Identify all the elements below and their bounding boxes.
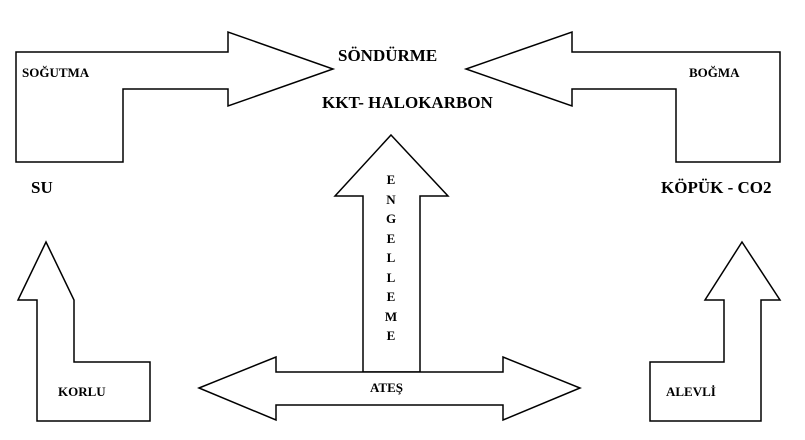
water-label: SU: [31, 178, 53, 197]
foam-co2-label: KÖPÜK - CO2: [661, 178, 772, 197]
blocking-label-letter: E: [386, 289, 396, 304]
extinguishing-title: SÖNDÜRME: [338, 46, 438, 65]
fire-label: ATEŞ: [370, 380, 403, 395]
smothering-label: BOĞMA: [689, 65, 740, 80]
fire-double-arrow: [197, 355, 582, 422]
blocking-label-letter: E: [386, 328, 396, 343]
smoldering-up-arrow: [16, 240, 151, 422]
flaming-up-arrow: [649, 240, 782, 422]
blocking-label-letter: E: [386, 230, 396, 246]
cooling-label: SOĞUTMA: [22, 65, 90, 80]
blocking-label-letter: L: [386, 269, 396, 285]
blocking-label-letter: L: [386, 250, 396, 265]
cooling-arrow: [15, 30, 336, 163]
agent-halocarbon-label: KKT- HALOKARBON: [322, 93, 493, 112]
smothering-arrow: [463, 30, 781, 163]
blocking-label-letter: M: [384, 308, 398, 324]
smoldering-label: KORLU: [58, 384, 106, 399]
blocking-label-letter: G: [385, 211, 397, 226]
blocking-label-letter: E: [386, 172, 396, 187]
blocking-label-letter: N: [386, 191, 396, 207]
flaming-label: ALEVLİ: [666, 384, 716, 399]
